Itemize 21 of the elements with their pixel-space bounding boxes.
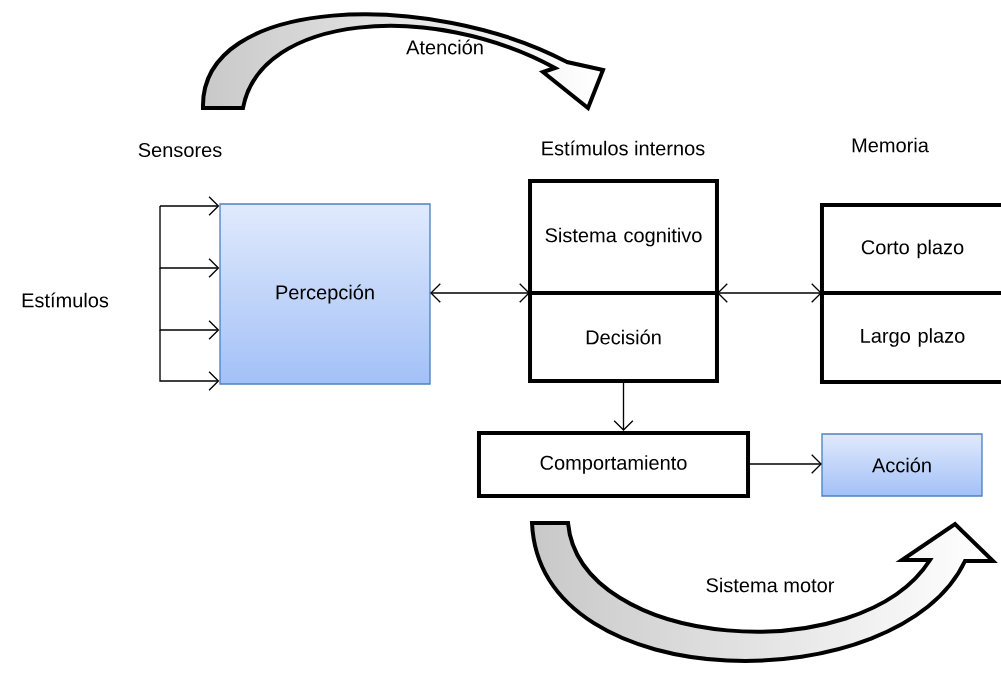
- arrow: [747, 454, 822, 474]
- label-text: Estímulos internos: [542, 140, 705, 156]
- arrow: [159, 205, 220, 278]
- label-text: Sistema motor: [706, 577, 835, 593]
- arrow: [613, 382, 634, 432]
- arrow: [159, 267, 220, 340]
- process-box: Comportamiento: [476, 431, 751, 498]
- process-box: Sistema cognitivo: [528, 179, 719, 295]
- arrow: [430, 283, 530, 303]
- label-text: Atención: [406, 39, 483, 55]
- process-box: Acción: [821, 433, 983, 497]
- memory-box: Corto plazo: [819, 203, 1001, 295]
- label-text: Sensores: [138, 142, 222, 158]
- label-text: Memoria: [852, 137, 929, 153]
- arrow: [717, 283, 822, 303]
- arrow: [159, 329, 220, 391]
- memory-box: Largo plazo: [819, 290, 1001, 385]
- label-text: Estímulos: [22, 292, 109, 308]
- process-box: Decisión: [528, 291, 719, 383]
- arrow: [159, 196, 220, 216]
- process-box: Percepción: [219, 203, 431, 385]
